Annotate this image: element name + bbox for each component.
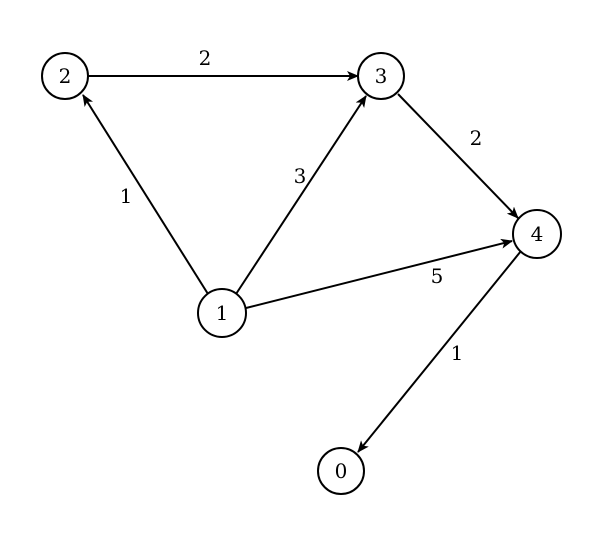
edge-2-to-3: 2 xyxy=(88,46,359,81)
node-2: 2 xyxy=(41,52,89,100)
edges: 2 1 3 2 5 1 xyxy=(82,46,522,453)
edge-3-to-4-weight: 2 xyxy=(470,126,483,150)
edge-1-to-3: 3 xyxy=(235,95,367,295)
node-2-label: 2 xyxy=(59,64,72,88)
node-1-label: 1 xyxy=(216,301,229,325)
edge-3-to-4-line xyxy=(397,93,519,219)
edge-1-to-2: 1 xyxy=(82,94,209,295)
node-3-circle xyxy=(357,52,405,100)
node-3-label: 3 xyxy=(375,64,388,88)
edge-2-to-3-weight: 2 xyxy=(199,46,212,70)
node-0-circle xyxy=(317,447,365,495)
node-2-circle xyxy=(41,52,89,100)
edge-1-to-4-line xyxy=(245,238,513,309)
edge-4-to-0-weight: 1 xyxy=(451,341,464,365)
node-3: 3 xyxy=(357,52,405,100)
edge-4-to-0: 1 xyxy=(357,250,522,453)
node-0: 0 xyxy=(317,447,365,495)
node-4-circle xyxy=(512,209,562,259)
nodes: 2 3 1 4 0 xyxy=(41,52,562,495)
edge-1-to-4: 5 xyxy=(245,238,513,309)
edge-4-to-0-line xyxy=(357,250,522,453)
node-4-label: 4 xyxy=(531,222,544,246)
node-4: 4 xyxy=(512,209,562,259)
edge-1-to-3-weight: 3 xyxy=(294,164,307,188)
edge-1-to-2-line xyxy=(82,94,209,295)
node-1: 1 xyxy=(197,288,247,338)
node-1-circle xyxy=(197,288,247,338)
edge-3-to-4: 2 xyxy=(397,93,519,219)
node-0-label: 0 xyxy=(335,459,348,483)
edge-1-to-2-weight: 1 xyxy=(120,184,133,208)
edge-1-to-3-line xyxy=(235,95,367,295)
edge-1-to-4-weight: 5 xyxy=(431,264,444,288)
